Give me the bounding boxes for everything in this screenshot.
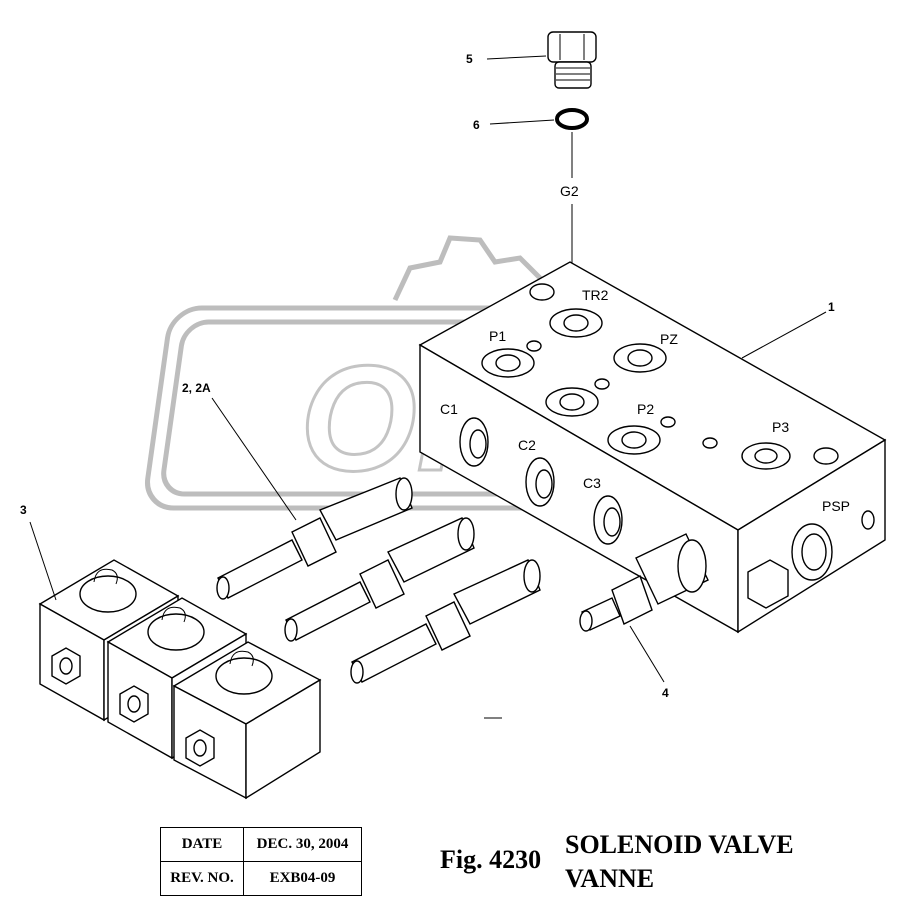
plug-part-5 [547, 31, 597, 89]
revision-value: EXB04-09 [243, 861, 362, 896]
port-label-pz: PZ [660, 331, 678, 347]
port-label-psp: PSP [822, 498, 850, 514]
callout-1: 1 [828, 300, 835, 314]
date-value: DEC. 30, 2004 [243, 827, 362, 862]
port-label-tr2: TR2 [582, 287, 609, 303]
date-row: DATE DEC. 30, 2004 [160, 827, 362, 862]
date-label: DATE [160, 827, 244, 862]
callout-3: 3 [20, 503, 27, 517]
cartridge-valve-2 [284, 517, 475, 642]
cartridge-valve-3 [350, 559, 541, 684]
pressure-fitting-part-4 [579, 533, 709, 632]
callout-2-2a: 2, 2A [182, 381, 211, 395]
port-label-c3: C3 [583, 475, 601, 491]
port-label-c2: C2 [518, 437, 536, 453]
figure-title-fr: VANNE [565, 864, 655, 893]
callout-4: 4 [662, 686, 669, 700]
o-ring-part-6 [555, 108, 589, 130]
port-label-p1: P1 [489, 328, 506, 344]
port-label-p2: P2 [637, 401, 654, 417]
port-label-g2: G2 [560, 183, 579, 199]
figure-number: Fig. 4230 [440, 845, 542, 874]
title-block: DATE DEC. 30, 2004 REV. NO. EXB04-09 [160, 827, 362, 896]
callout-6: 6 [473, 118, 480, 132]
cartridge-valve-1 [216, 477, 413, 600]
port-label-p3: P3 [772, 419, 789, 435]
figure-title-en: SOLENOID VALVE [565, 830, 794, 859]
figure-caption: SOLENOID VALVE VANNE [565, 828, 794, 896]
port-label-c1: C1 [440, 401, 458, 417]
revision-label: REV. NO. [160, 861, 244, 896]
revision-row: REV. NO. EXB04-09 [160, 861, 362, 896]
callout-5: 5 [466, 52, 473, 66]
solenoid-coil-3 [172, 641, 322, 800]
